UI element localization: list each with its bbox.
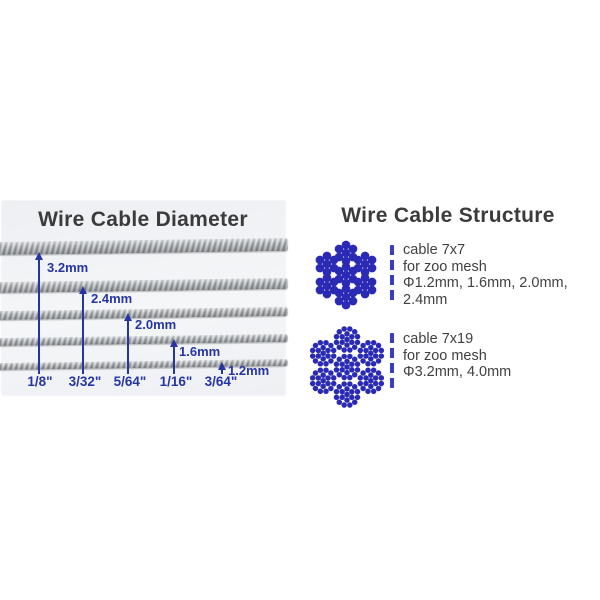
cable-7x7-cross-section-diagram: [315, 240, 377, 310]
mm-label: 2.0mm: [135, 317, 177, 332]
inch-label: 3/64": [204, 374, 238, 389]
spec-line: cable 7x7: [403, 242, 466, 258]
spec-line: for zoo mesh: [403, 347, 487, 364]
inch-label: 1/16": [159, 374, 193, 389]
spec-line: Φ1.2mm, 1.6mm, 2.0mm,: [403, 275, 568, 291]
mm-label: 3.2mm: [47, 260, 89, 275]
spec-line: cable 7x19: [403, 331, 474, 347]
mm-label: 1.6mm: [179, 344, 221, 359]
mm-label: 2.4mm: [91, 291, 133, 306]
measure-arrow-1.2mm: [218, 362, 226, 374]
spec-line: for zoo mesh: [403, 258, 487, 275]
cable-7x7-spec-text: cable 7x7 for zoo mesh Φ1.2mm, 1.6mm, 2.…: [403, 242, 568, 308]
spec-line: 2.4mm: [403, 291, 448, 308]
measure-arrow-2.4mm: [79, 286, 87, 374]
measure-arrow-2.0mm: [124, 313, 132, 374]
diameter-section-title: Wire Cable Diameter: [38, 208, 248, 231]
measure-arrow-3.2mm: [35, 252, 43, 374]
cable-7x19-cross-section-diagram: [309, 326, 385, 408]
inch-label: 1/8": [27, 374, 53, 389]
mm-label: 1.2mm: [228, 363, 270, 378]
dashed-divider: [390, 245, 394, 303]
structure-section-title: Wire Cable Structure: [341, 204, 555, 227]
dashed-divider: [390, 333, 394, 388]
inch-label: 3/32": [68, 374, 102, 389]
measure-arrow-1.6mm: [170, 339, 178, 374]
inch-label: 5/64": [113, 374, 147, 389]
spec-line: Φ3.2mm, 4.0mm: [403, 364, 512, 380]
cable-7x19-spec-text: cable 7x19 for zoo mesh Φ3.2mm, 4.0mm: [403, 331, 511, 381]
